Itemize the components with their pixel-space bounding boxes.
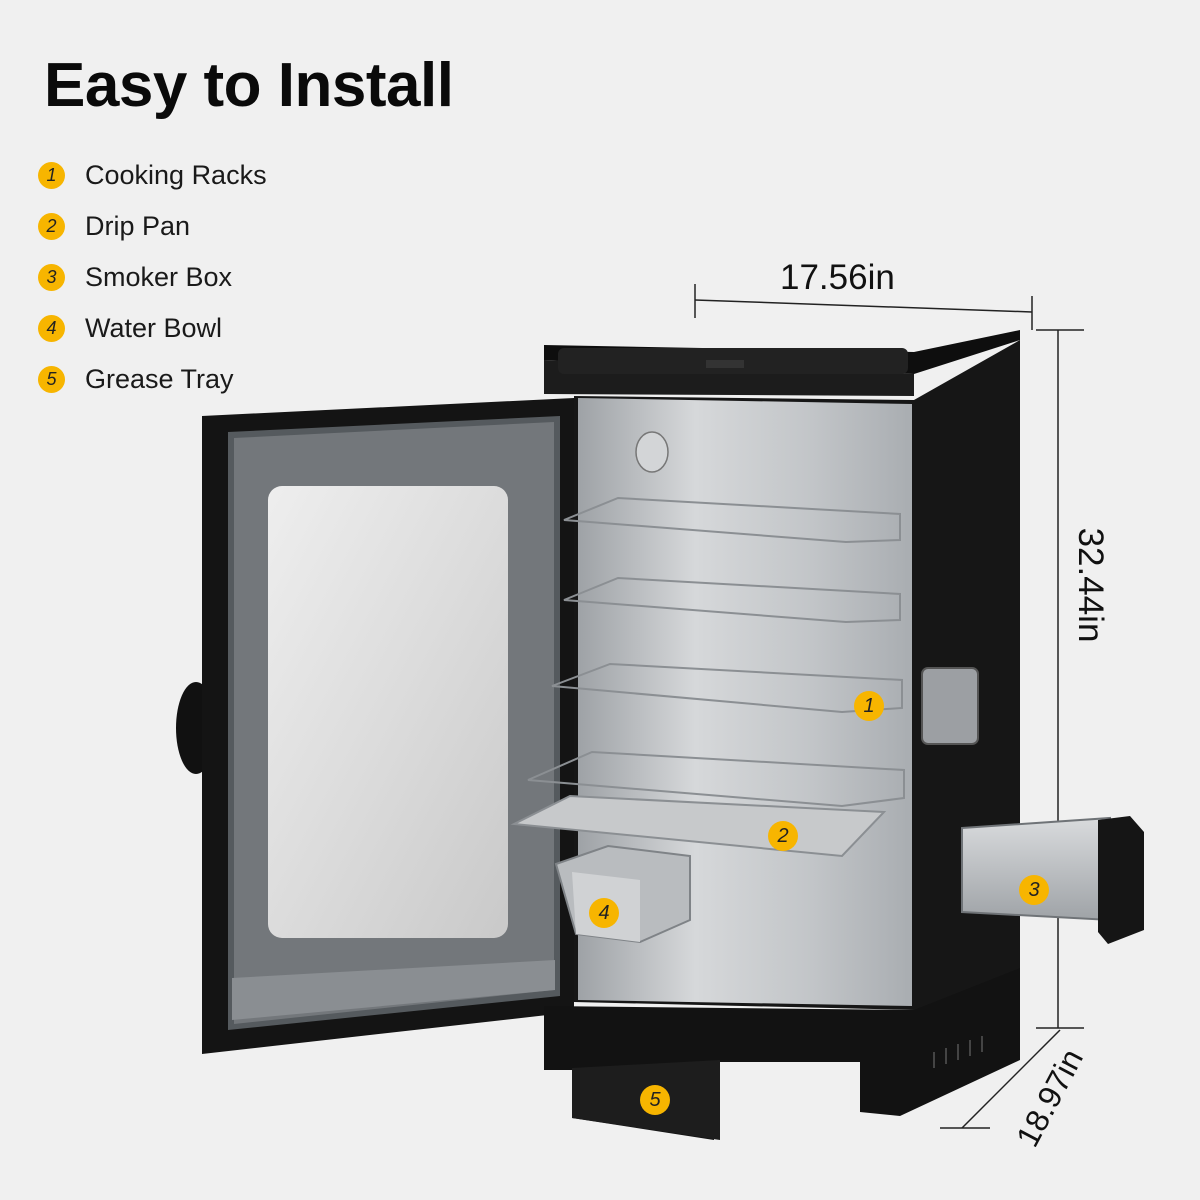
legend-badge-1: 1 [38, 162, 65, 189]
legend-label-grease-tray: Grease Tray [85, 364, 234, 394]
legend-badge-5: 5 [38, 366, 65, 393]
callout-water-bowl: 4 [589, 898, 619, 928]
cooking-racks [527, 496, 905, 808]
door-window [268, 486, 508, 938]
legend-label-drip-pan: Drip Pan [85, 211, 191, 241]
dimension-height: 32.44in [1071, 527, 1110, 643]
callout-drip-pan: 2 [768, 821, 798, 851]
smoker-box [961, 816, 1144, 944]
legend-item-drip-pan: 2 Drip Pan [38, 201, 458, 252]
legend-label-smoker-box: Smoker Box [85, 262, 233, 292]
legend-item-cooking-racks: 1 Cooking Racks [38, 150, 458, 201]
dimension-width: 17.56in [780, 258, 895, 297]
parts-legend: 1 Cooking Racks 2 Drip Pan 3 Smoker Box … [38, 150, 458, 405]
legend-item-water-bowl: 4 Water Bowl [38, 303, 458, 354]
callout-grease-tray: 5 [640, 1085, 670, 1115]
legend-label-cooking-racks: Cooking Racks [85, 160, 267, 190]
legend-item-smoker-box: 3 Smoker Box [38, 252, 458, 303]
callout-cooking-racks: 1 [854, 691, 884, 721]
legend-item-grease-tray: 5 Grease Tray [38, 354, 458, 405]
legend-badge-3: 3 [38, 264, 65, 291]
legend-badge-4: 4 [38, 315, 65, 342]
smoker-door [176, 398, 574, 1054]
callout-smoker-box: 3 [1019, 875, 1049, 905]
smoker-cabinet [510, 330, 1020, 1140]
water-bowl [554, 844, 691, 944]
page-title: Easy to Install [44, 51, 454, 120]
legend-badge-2: 2 [38, 213, 65, 240]
legend-label-water-bowl: Water Bowl [85, 313, 223, 343]
